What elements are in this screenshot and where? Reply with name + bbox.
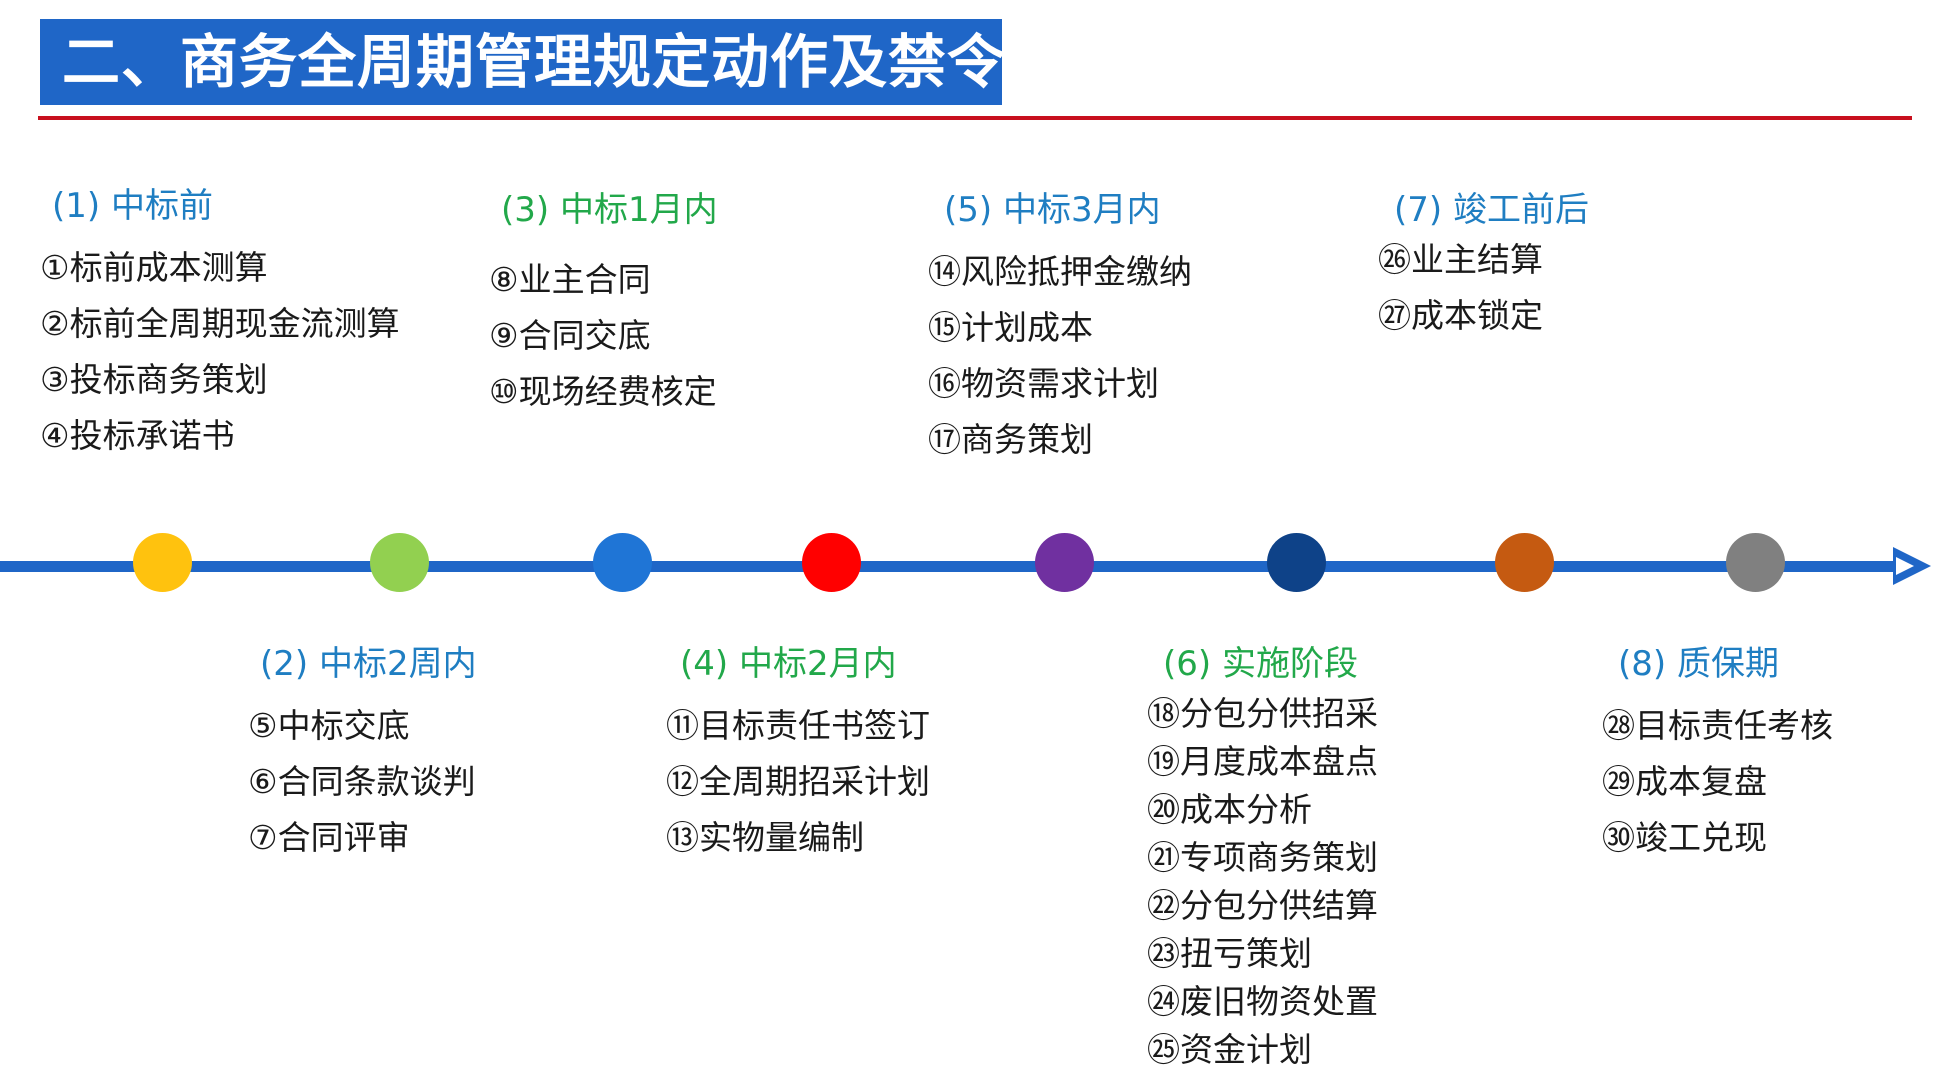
stage-item: ㉙成本复盘 [1602, 762, 1767, 801]
stage-6: (6) 实施阶段 ⑱分包分供招采 ⑲月度成本盘点 ⑳成本分析 ㉑专项商务策划 ㉒… [1147, 644, 1378, 1074]
stage-item: ⑨合同交底 [489, 316, 651, 355]
stage-item: ㉓扭亏策划 [1147, 934, 1312, 973]
stage-item: ⑭风险抵押金缴纳 [928, 252, 1192, 291]
stage-title: (5) 中标3月内 [944, 190, 1161, 230]
stage-item: ⑧业主合同 [489, 260, 651, 299]
timeline-dot-7 [1495, 533, 1554, 592]
timeline-dot-2 [370, 533, 429, 592]
stage-item: ⑱分包分供招采 [1147, 694, 1378, 733]
stage-item: ⑬实物量编制 [666, 818, 864, 857]
stage-item: ①标前成本测算 [40, 248, 268, 287]
stage-item: ⑪目标责任书签订 [666, 706, 930, 745]
stage-item: ㉘目标责任考核 [1602, 706, 1833, 745]
stage-2: (2) 中标2周内 ⑤中标交底 ⑥合同条款谈判 ⑦合同评审 [248, 644, 477, 866]
stage-item: ⑩现场经费核定 [489, 372, 717, 411]
timeline-dot-4 [802, 533, 861, 592]
title-underline [38, 116, 1912, 120]
stage-item: ㉚竣工兑现 [1602, 818, 1767, 857]
stage-1: (1) 中标前 ①标前成本测算 ②标前全周期现金流测算 ③投标商务策划 ④投标承… [40, 186, 400, 464]
stage-title: (6) 实施阶段 [1163, 644, 1358, 684]
stage-item: ③投标商务策划 [40, 360, 268, 399]
stage-title: (2) 中标2周内 [260, 644, 477, 684]
stage-item: ㉖业主结算 [1378, 240, 1543, 279]
stage-item: ⑥合同条款谈判 [248, 762, 476, 801]
stage-item: ②标前全周期现金流测算 [40, 304, 400, 343]
stage-7: (7) 竣工前后 ㉖业主结算 ㉗成本锁定 [1378, 190, 1589, 344]
stage-item: ⑳成本分析 [1147, 790, 1312, 829]
stage-item: ⑲月度成本盘点 [1147, 742, 1378, 781]
stage-item: ⑯物资需求计划 [928, 364, 1159, 403]
stage-5: (5) 中标3月内 ⑭风险抵押金缴纳 ⑮计划成本 ⑯物资需求计划 ⑰商务策划 [928, 190, 1192, 468]
stage-item: ⑫全周期招采计划 [666, 762, 930, 801]
stage-8: (8) 质保期 ㉘目标责任考核 ㉙成本复盘 ㉚竣工兑现 [1602, 644, 1833, 866]
stage-item: ⑦合同评审 [248, 818, 410, 857]
stage-title: (3) 中标1月内 [501, 190, 718, 230]
stage-item: ㉑专项商务策划 [1147, 838, 1378, 877]
stage-item: ⑰商务策划 [928, 420, 1093, 459]
stage-4: (4) 中标2月内 ⑪目标责任书签订 ⑫全周期招采计划 ⑬实物量编制 [666, 644, 930, 866]
page-title: 二、商务全周期管理规定动作及禁令 [62, 28, 1007, 96]
stage-title: (1) 中标前 [52, 186, 213, 226]
stage-title: (8) 质保期 [1618, 644, 1779, 684]
timeline-dot-6 [1267, 533, 1326, 592]
stage-title: (7) 竣工前后 [1394, 190, 1589, 230]
timeline-dot-5 [1035, 533, 1094, 592]
stage-item: ④投标承诺书 [40, 416, 235, 455]
stage-item: ⑮计划成本 [928, 308, 1093, 347]
stage-item: ⑤中标交底 [248, 706, 410, 745]
stage-item: ㉔废旧物资处置 [1147, 982, 1378, 1021]
stage-item: ㉒分包分供结算 [1147, 886, 1378, 925]
title-banner: 二、商务全周期管理规定动作及禁令 [40, 19, 1005, 105]
timeline-dot-1 [133, 533, 192, 592]
timeline-dot-3 [593, 533, 652, 592]
timeline-line [0, 561, 1905, 572]
stage-3: (3) 中标1月内 ⑧业主合同 ⑨合同交底 ⑩现场经费核定 [489, 190, 718, 420]
timeline-arrowhead-notch [1896, 557, 1914, 575]
stage-item: ㉗成本锁定 [1378, 296, 1543, 335]
timeline-dot-8 [1726, 533, 1785, 592]
stage-title: (4) 中标2月内 [680, 644, 897, 684]
stage-item: ㉕资金计划 [1147, 1030, 1312, 1069]
